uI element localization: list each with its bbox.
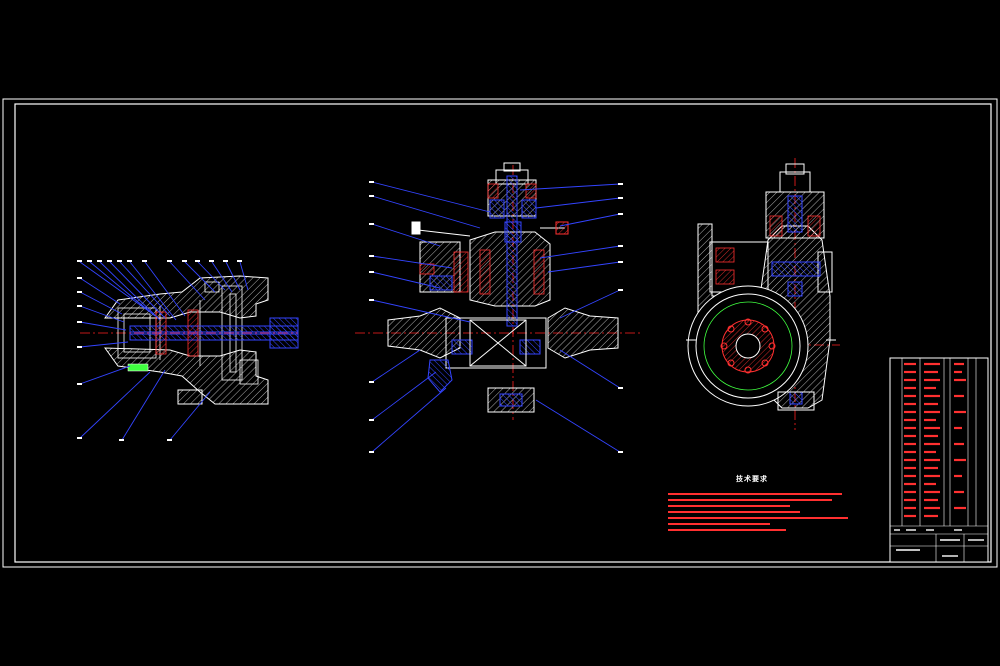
right-gear-wheel	[687, 285, 809, 407]
middle-callout-markers	[369, 181, 623, 453]
middle-vertical-shaft	[506, 175, 518, 327]
right-bottom-flange	[686, 339, 836, 411]
middle-differential	[469, 319, 535, 413]
left-gears	[155, 309, 199, 357]
title-block-fields	[894, 529, 984, 557]
parts-list-rows	[904, 362, 966, 518]
drawing-frame	[2, 98, 998, 568]
left-section-view	[77, 260, 299, 441]
right-side-view	[686, 158, 840, 430]
tech-requirements-notes	[668, 493, 848, 531]
middle-callout-leaders	[371, 181, 621, 453]
middle-section-view	[355, 162, 640, 453]
middle-gears	[419, 183, 545, 295]
middle-axle-tubes	[387, 307, 619, 359]
title-block	[889, 357, 989, 563]
left-key-detail	[127, 363, 149, 372]
left-callout-markers	[77, 260, 242, 441]
left-callout-leaders	[79, 261, 249, 441]
right-gears	[715, 215, 821, 285]
middle-top-input	[411, 162, 569, 237]
left-housing	[103, 275, 269, 405]
left-shaft	[129, 317, 299, 349]
tech-requirements-title: 技术要求	[736, 475, 768, 483]
